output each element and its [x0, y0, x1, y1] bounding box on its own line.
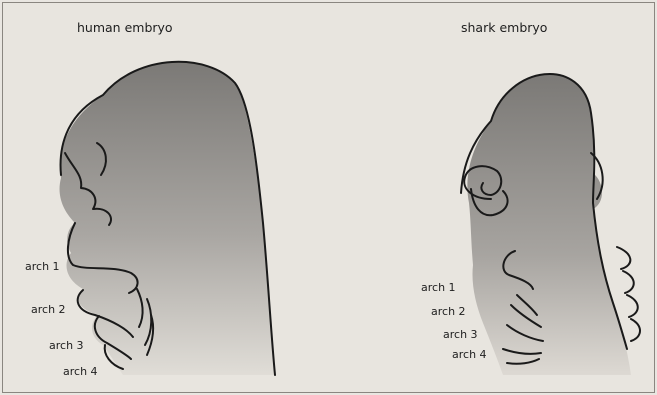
shark-arch-1-label: arch 1 — [421, 281, 456, 294]
human-arch-2-label: arch 2 — [31, 303, 66, 316]
shark-gill-slit-3 — [627, 295, 638, 317]
shark-arch-3-label: arch 3 — [443, 328, 478, 341]
human-embryo — [60, 62, 275, 375]
shark-embryo-title: shark embryo — [461, 20, 547, 35]
shark-gill-slit-1 — [617, 247, 630, 269]
human-arch-1-label: arch 1 — [25, 260, 60, 273]
shark-gill-slit-4 — [631, 319, 640, 341]
human-arch-4-label: arch 4 — [63, 365, 98, 378]
embryo-diagram: human embryo arch 1 arch 2 arch 3 arch 4… — [3, 3, 654, 392]
shark-gill-slit-2 — [623, 271, 634, 293]
human-embryo-body — [60, 62, 275, 375]
human-arch-3-label: arch 3 — [49, 339, 84, 352]
shark-arch-2-label: arch 2 — [431, 305, 466, 318]
human-embryo-title: human embryo — [77, 20, 173, 35]
shark-embryo — [461, 74, 640, 375]
shark-arch-4-label: arch 4 — [452, 348, 487, 361]
